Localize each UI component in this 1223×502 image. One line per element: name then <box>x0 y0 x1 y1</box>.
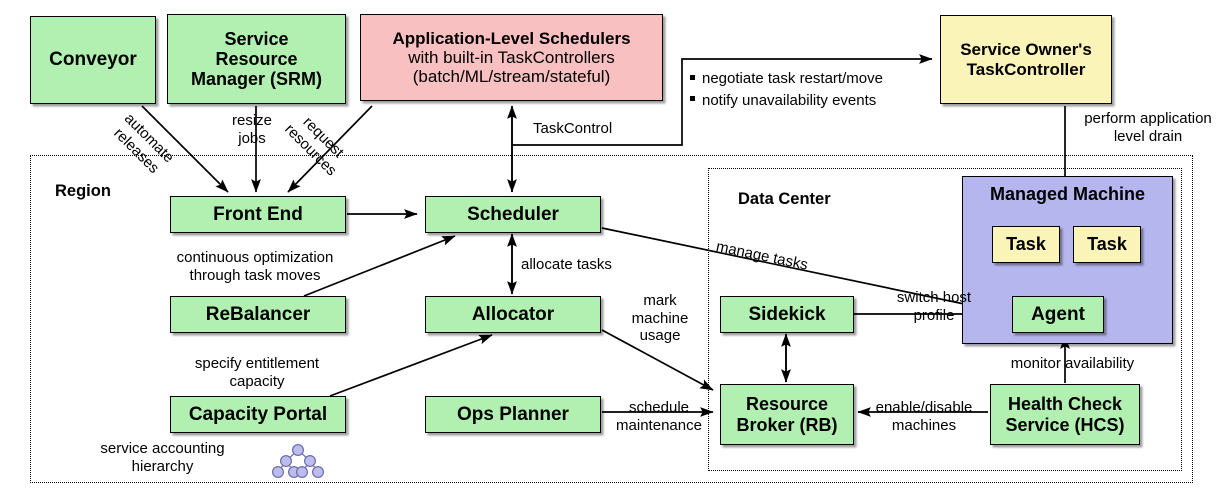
node-front-end[interactable]: Front End <box>170 196 346 233</box>
bullet-negotiate: negotiate task restart/move <box>690 68 883 90</box>
negotiate-notify-bullets: negotiate task restart/move notify unava… <box>690 68 883 112</box>
node-allocator-label: Allocator <box>471 303 555 325</box>
bullet-square-icon <box>690 96 695 102</box>
node-service-resource-manager-label: Service Resource Manager (SRM) <box>190 28 322 90</box>
node-service-resource-manager[interactable]: Service Resource Manager (SRM) <box>167 14 346 104</box>
node-resource-broker[interactable]: Resource Broker (RB) <box>720 384 854 445</box>
node-capacity-portal-label: Capacity Portal <box>188 403 328 425</box>
node-agent-label: Agent <box>1031 303 1085 325</box>
node-rebalancer[interactable]: ReBalancer <box>170 296 346 333</box>
node-sidekick[interactable]: Sidekick <box>720 296 854 333</box>
edge-label-allocate-tasks: allocate tasks <box>521 256 612 273</box>
node-task-1-label: Task <box>1006 234 1046 255</box>
edge-label-continuous-optimization: continuous optimization through task mov… <box>176 249 334 284</box>
bullet-notify: notify unavailability events <box>690 90 883 112</box>
edge-label-perform-application-level-drain: perform application level drain <box>1084 110 1212 145</box>
node-front-end-label: Front End <box>213 203 303 225</box>
edge-label-monitor-availability: monitor availability <box>1010 355 1135 372</box>
edge-label-resize-jobs: resize jobs <box>231 112 272 147</box>
edge-label-schedule-maintenance: schedule maintenance <box>616 399 702 434</box>
node-allocator[interactable]: Allocator <box>425 296 601 333</box>
zone-region-label: Region <box>55 182 111 200</box>
edge-label-mark-machine-usage: mark machine usage <box>631 292 689 345</box>
node-health-check-service-label: Health Check Service (HCS) <box>1005 394 1125 435</box>
edge-label-enable-disable-machines: enable/disable machines <box>875 399 973 434</box>
edge-label-task-control: TaskControl <box>533 120 613 137</box>
node-managed-machine-label: Managed Machine <box>989 184 1146 204</box>
node-task-1[interactable]: Task <box>992 226 1060 263</box>
node-ops-planner-label: Ops Planner <box>457 403 569 425</box>
zone-data-center-label: Data Center <box>738 190 831 208</box>
zone-region <box>30 155 1193 483</box>
node-conveyor-label: Conveyor <box>49 49 137 71</box>
node-als-title: Application-Level Schedulers <box>392 28 631 48</box>
node-ops-planner[interactable]: Ops Planner <box>425 396 601 433</box>
node-als-subtitle-2: (batch/ML/stream/stateful) <box>412 67 611 87</box>
node-conveyor[interactable]: Conveyor <box>30 16 156 104</box>
node-agent[interactable]: Agent <box>1012 296 1104 333</box>
edge-label-switch-host-profile: switch host profile <box>896 289 972 324</box>
node-resource-broker-label: Resource Broker (RB) <box>736 394 838 435</box>
node-service-owner-taskcontroller-label: Service Owner's TaskController <box>960 40 1092 79</box>
bullet-square-icon <box>690 74 695 80</box>
edge-label-service-accounting-hierarchy: service accounting hierarchy <box>100 440 225 475</box>
node-task-2[interactable]: Task <box>1073 226 1141 263</box>
node-service-owner-taskcontroller[interactable]: Service Owner's TaskController <box>940 15 1112 104</box>
zone-data-center <box>708 168 1182 471</box>
node-application-level-schedulers[interactable]: Application-Level Schedulers with built-… <box>360 14 663 101</box>
edge-label-specify-entitlement-capacity: specify entitlement capacity <box>194 355 320 390</box>
node-scheduler[interactable]: Scheduler <box>425 196 601 233</box>
node-als-subtitle-1: with built-in TaskControllers <box>408 47 615 67</box>
node-sidekick-label: Sidekick <box>748 303 826 325</box>
node-task-2-label: Task <box>1087 234 1127 255</box>
node-health-check-service[interactable]: Health Check Service (HCS) <box>990 384 1140 445</box>
node-rebalancer-label: ReBalancer <box>205 303 311 325</box>
node-capacity-portal[interactable]: Capacity Portal <box>170 396 346 433</box>
node-scheduler-label: Scheduler <box>467 203 559 225</box>
